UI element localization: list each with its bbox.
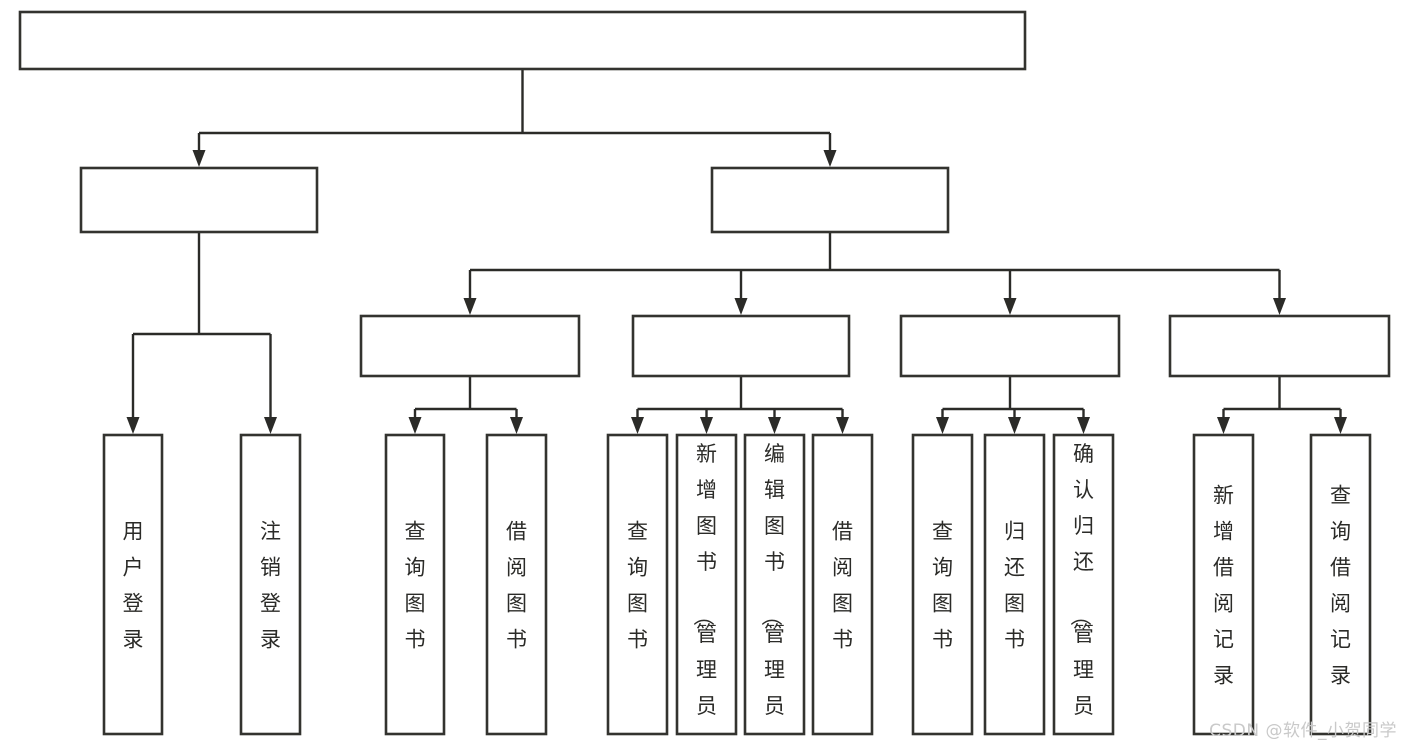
leaf-node-leaf-return-book-box bbox=[983, 433, 1046, 736]
leaf-node-leaf-logout-login-box bbox=[239, 433, 302, 736]
arrow-head-icon bbox=[936, 417, 949, 434]
arrow-head-icon bbox=[700, 417, 713, 434]
arrow-head-icon bbox=[126, 417, 140, 434]
arrow-head-icon bbox=[1217, 417, 1230, 434]
arrow-head-icon bbox=[408, 417, 422, 434]
root-node-box bbox=[18, 10, 1027, 71]
level2-node-user-login-box bbox=[79, 166, 319, 234]
leaf-node-leaf-add-book-box bbox=[675, 433, 738, 736]
arrow-head-icon bbox=[1008, 417, 1021, 434]
level3-node-borrow-record-box bbox=[1168, 314, 1391, 378]
leaf-node-leaf-query-book-1-label: 查询图书 bbox=[405, 520, 426, 652]
level2-node-user-login[interactable] bbox=[79, 166, 319, 234]
leaf-node-leaf-query-record[interactable]: 查询借阅记录 bbox=[1309, 433, 1372, 736]
arrow-head-icon bbox=[264, 417, 277, 434]
level2-node-book-manage-box bbox=[710, 166, 950, 234]
level3-node-book-borrow[interactable] bbox=[631, 314, 851, 378]
arrow-head-icon bbox=[1077, 417, 1090, 434]
leaf-node-leaf-query-record-box bbox=[1309, 433, 1372, 736]
level3-node-current-borrow[interactable] bbox=[899, 314, 1121, 378]
leaf-node-leaf-borrow-book-2[interactable]: 借阅图书 bbox=[811, 433, 874, 736]
arrow-head-icon bbox=[1334, 417, 1347, 434]
arrow-head-icon bbox=[1273, 298, 1286, 315]
leaf-node-leaf-edit-book-label: 编辑图书（管理员） bbox=[759, 442, 785, 747]
leaf-node-leaf-query-book-2-box bbox=[606, 433, 669, 736]
leaf-node-leaf-query-book-2-label: 查询图书 bbox=[627, 520, 648, 652]
leaf-node-leaf-confirm-return-label: 确认归还（管理员） bbox=[1068, 442, 1094, 747]
leaf-node-leaf-confirm-return[interactable]: 确认归还（管理员） bbox=[1052, 433, 1115, 747]
arrow-head-icon bbox=[836, 417, 849, 434]
level3-node-book-borrow-box bbox=[631, 314, 851, 378]
leaf-node-leaf-add-book[interactable]: 新增图书（管理员） bbox=[675, 433, 738, 747]
leaf-node-leaf-logout-login[interactable]: 注销登录 bbox=[239, 433, 302, 736]
leaf-node-leaf-query-book-1[interactable]: 查询图书 bbox=[384, 433, 446, 736]
leaf-node-leaf-query-book-2[interactable]: 查询图书 bbox=[606, 433, 669, 736]
arrow-head-icon bbox=[192, 150, 206, 167]
arrow-head-icon bbox=[734, 298, 748, 315]
arrow-head-icon bbox=[510, 417, 523, 434]
arrow-head-icon bbox=[1003, 298, 1017, 315]
connector-layer bbox=[126, 69, 1347, 434]
leaf-node-leaf-return-book-label: 归还图书 bbox=[1004, 520, 1025, 652]
arrow-head-icon bbox=[768, 417, 781, 434]
leaf-node-leaf-borrow-book-1[interactable]: 借阅图书 bbox=[485, 433, 548, 736]
arrow-head-icon bbox=[463, 298, 477, 315]
leaf-node-leaf-borrow-book-2-box bbox=[811, 433, 874, 736]
node-layer: 用户登录 注销登录 查询图书 借阅图书 查询图书 新增图书（管理员） 编辑图书（管理员） 借阅… bbox=[18, 10, 1391, 747]
arrow-head-icon bbox=[631, 417, 644, 434]
leaf-node-leaf-query-book-3[interactable]: 查询图书 bbox=[911, 433, 974, 736]
leaf-node-leaf-query-book-1-box bbox=[384, 433, 446, 736]
leaf-node-leaf-query-record-label: 查询借阅记录 bbox=[1330, 484, 1351, 688]
leaf-node-leaf-query-book-3-box bbox=[911, 433, 974, 736]
level3-node-new-book-recommend-box bbox=[359, 314, 581, 378]
csdn-watermark: CSDN @软件_小贺同学 bbox=[1209, 721, 1397, 741]
arrow-head-icon bbox=[823, 150, 837, 167]
level3-node-new-book-recommend[interactable] bbox=[359, 314, 581, 378]
leaf-node-leaf-confirm-return-box bbox=[1052, 433, 1115, 736]
level3-node-borrow-record[interactable] bbox=[1168, 314, 1391, 378]
leaf-node-leaf-add-record-box bbox=[1192, 433, 1255, 736]
leaf-node-leaf-user-login-label: 用户登录 bbox=[123, 520, 144, 652]
leaf-node-leaf-user-login-box bbox=[102, 433, 164, 736]
leaf-node-leaf-logout-login-label: 注销登录 bbox=[260, 520, 281, 652]
leaf-node-leaf-edit-book[interactable]: 编辑图书（管理员） bbox=[743, 433, 806, 747]
level2-node-book-manage[interactable] bbox=[710, 166, 950, 234]
level3-node-current-borrow-box bbox=[899, 314, 1121, 378]
leaf-node-leaf-user-login[interactable]: 用户登录 bbox=[102, 433, 164, 736]
leaf-node-leaf-add-record[interactable]: 新增借阅记录 bbox=[1192, 433, 1255, 736]
leaf-node-leaf-borrow-book-1-box bbox=[485, 433, 548, 736]
leaf-node-leaf-borrow-book-2-label: 借阅图书 bbox=[832, 520, 853, 652]
leaf-node-leaf-query-book-3-label: 查询图书 bbox=[932, 520, 953, 652]
leaf-node-leaf-borrow-book-1-label: 借阅图书 bbox=[506, 520, 527, 652]
root-node[interactable] bbox=[18, 10, 1027, 71]
leaf-node-leaf-return-book[interactable]: 归还图书 bbox=[983, 433, 1046, 736]
leaf-node-leaf-add-book-label: 新增图书（管理员） bbox=[691, 442, 717, 747]
leaf-node-leaf-add-record-label: 新增借阅记录 bbox=[1213, 484, 1234, 688]
leaf-node-leaf-edit-book-box bbox=[743, 433, 806, 736]
